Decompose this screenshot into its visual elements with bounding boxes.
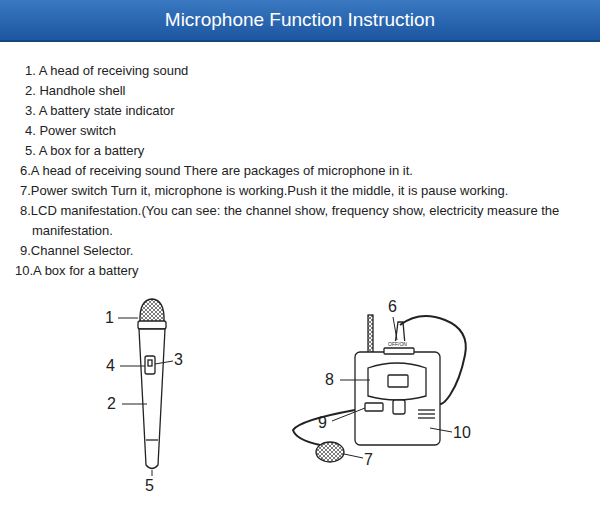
instruction-line: 7.Power switch Turn it, microphone is wo… [20,181,585,201]
instruction-line: 2. Handhole shell [25,81,585,101]
callout-number: 8 [325,371,334,389]
callout-number: 6 [388,298,397,316]
callout-number: 4 [106,357,115,375]
instruction-line: 1. A head of receiving sound [25,61,585,81]
callout-number: 3 [174,351,183,369]
callout-number: 7 [364,451,373,469]
callout-number: 2 [107,395,116,413]
instruction-line: 8.LCD manifestation.(You can see: the ch… [20,201,585,241]
callout-number: 1 [105,309,114,327]
instruction-line: 4. Power switch [25,121,585,141]
switch-marking: OFF/ON [388,341,407,347]
callout-number: 10 [453,424,471,442]
instruction-line: 5. A box for a battery [25,141,585,161]
callout-number: 5 [145,477,154,495]
page-title: Microphone Function Instruction [0,9,600,31]
instruction-line: 9.Channel Selector. [20,241,585,261]
instruction-line: 6.A head of receiving sound There are pa… [20,161,585,181]
instruction-line: 3. A battery state indicator [25,101,585,121]
instruction-line: 10.A box for a battery [15,261,585,281]
callout-number: 9 [318,414,327,432]
